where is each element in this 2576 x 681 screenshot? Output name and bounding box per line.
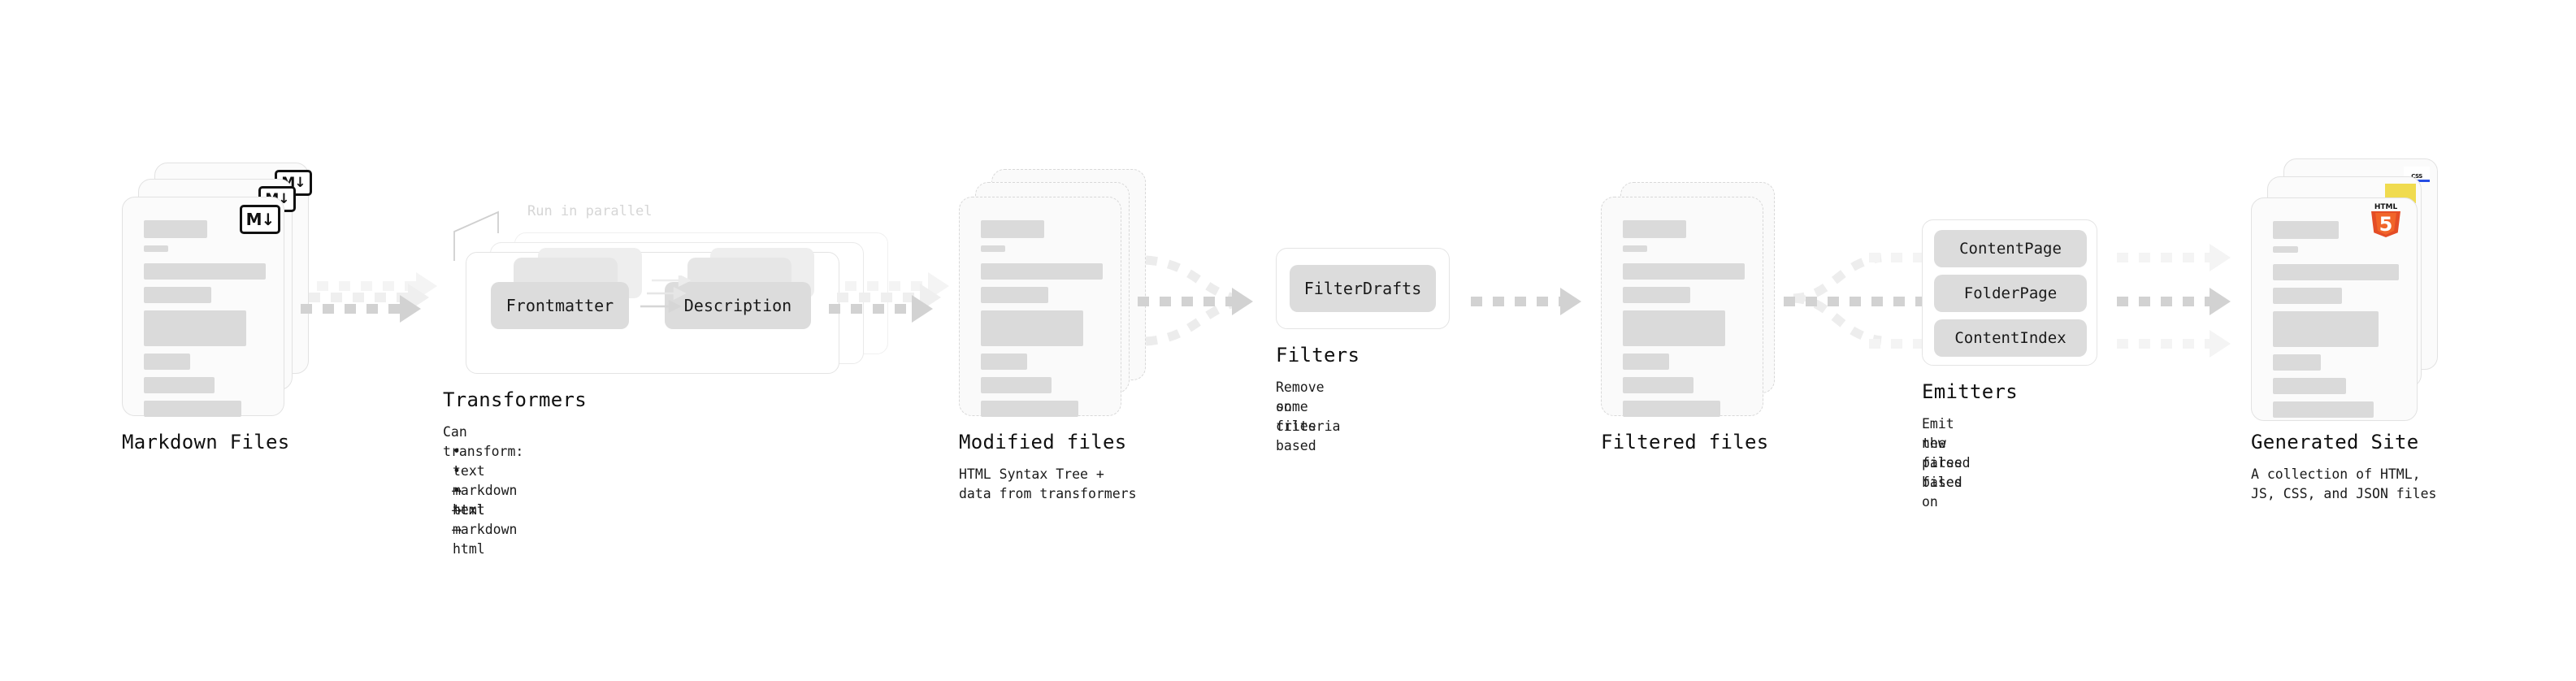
modified-files-node: Modified files HTML Syntax Tree + data f… — [959, 163, 1146, 501]
filtered-files-title: Filtered files — [1601, 431, 1769, 453]
emitters-title: Emitters — [1922, 380, 2018, 403]
emitters-box: ContentPage FolderPage ContentIndex — [1922, 219, 2097, 366]
modified-files-desc-line2: data from transformers — [959, 486, 1137, 501]
transformers-bullet-1: • markdown ⟶ markdown — [453, 463, 518, 537]
arrow-modified-to-filters — [1138, 288, 1253, 315]
markdown-files-title: Markdown Files — [122, 431, 290, 453]
filters-desc-line2: on criteria — [1276, 399, 1341, 434]
filter-chip-filterdrafts[interactable]: FilterDrafts — [1290, 265, 1436, 312]
transformer-chip-description[interactable]: Description — [665, 282, 811, 329]
html5-icon-digit: 5 — [2379, 213, 2393, 236]
transformers-title: Transformers — [443, 388, 587, 411]
generated-site-desc-line2: JS, CSS, and JSON files — [2251, 486, 2437, 501]
run-in-parallel-label: Run in parallel — [527, 203, 653, 219]
generated-file-stack: CSS HTML 5 — [2251, 158, 2446, 421]
arrow-filters-to-filtered — [1471, 288, 1581, 315]
modified-placeholder-lines — [981, 220, 1103, 424]
emitter-chip-folderpage[interactable]: FolderPage — [1934, 275, 2087, 312]
transformers-bullet-2: • html ⟶ html — [453, 483, 485, 557]
filtered-placeholder-lines — [1623, 220, 1745, 424]
filters-desc-line1: Remove some files based — [1276, 380, 1325, 453]
arrow-emitters-to-site-top — [2117, 244, 2231, 271]
arrow-transformers-to-modified-front — [829, 295, 933, 323]
generated-placeholder-lines — [2273, 221, 2399, 425]
generated-site-node: CSS HTML 5 — [2251, 158, 2446, 501]
html5-icon-word: HTML — [2374, 203, 2398, 211]
transformer-internal-arrows — [640, 275, 692, 313]
transformer-chip-frontmatter[interactable]: Frontmatter — [491, 282, 629, 329]
transformers-bullet-0: • text ⟶ text — [453, 444, 485, 518]
run-in-parallel-bracket — [453, 210, 499, 261]
generated-site-desc-line1: A collection of HTML, — [2251, 466, 2421, 482]
arrow-md-to-transformers-front — [301, 295, 421, 323]
filtered-files-node: Filtered files — [1601, 163, 1788, 453]
markdown-files-node: M↓ M↓ M↓ Markdown Files — [122, 163, 312, 453]
filters-title: Filters — [1276, 344, 1360, 367]
markdown-icon-front: M↓ — [240, 205, 280, 234]
transformers-box-front: Frontmatter Description — [466, 248, 839, 374]
markdown-placeholder-lines — [144, 220, 266, 424]
markdown-file-stack: M↓ M↓ M↓ — [122, 163, 312, 424]
arrow-emitters-to-site-bottom — [2117, 330, 2231, 358]
arrow-emitters-to-site-mid — [2117, 288, 2231, 315]
filtered-file-stack — [1601, 163, 1788, 423]
emitters-desc-line1: Emit new files based on — [1922, 416, 1962, 510]
html5-icon: HTML 5 — [2371, 203, 2400, 241]
generated-site-title: Generated Site — [2251, 431, 2419, 453]
modified-files-title: Modified files — [959, 431, 1127, 453]
modified-files-desc-line1: HTML Syntax Tree + — [959, 466, 1104, 482]
modified-card-front — [959, 197, 1121, 417]
html5-icon-shield-inner — [2375, 213, 2396, 235]
transformers-desc-intro: Can transform: — [443, 424, 524, 459]
emitter-chip-contentpage[interactable]: ContentPage — [1934, 230, 2087, 267]
emitter-chip-contentindex[interactable]: ContentIndex — [1934, 319, 2087, 357]
fan-out-filtered-to-emitters — [1793, 253, 1882, 345]
filters-box: FilterDrafts — [1276, 248, 1450, 329]
filtered-card-front — [1601, 197, 1763, 417]
emitters-desc-line2: the parsed files — [1922, 436, 1971, 490]
modified-file-stack — [959, 163, 1146, 423]
